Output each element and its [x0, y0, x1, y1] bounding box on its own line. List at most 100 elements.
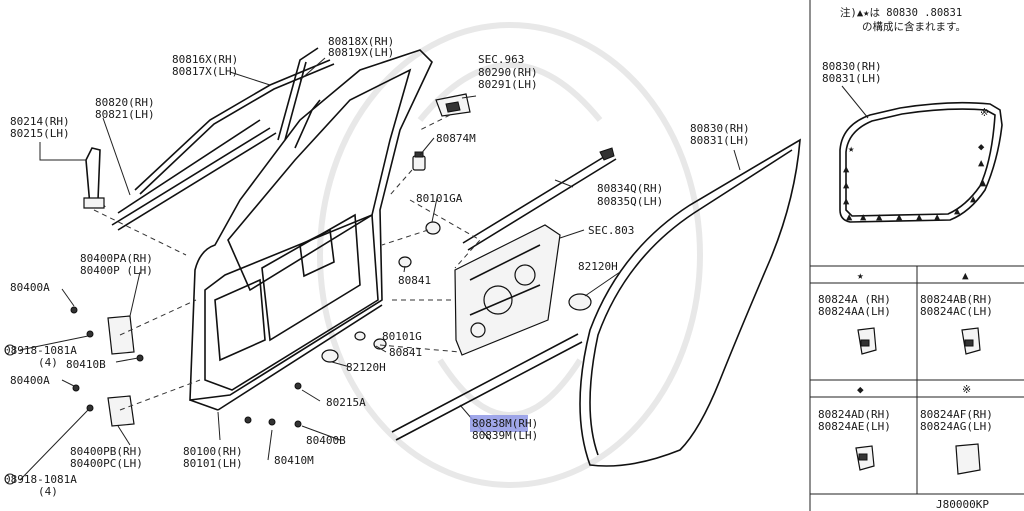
label-80101ga: 80101GA — [416, 192, 463, 205]
label-hinge-lo-rh: 80400PB(RH) — [70, 445, 143, 458]
label-weather-lh: 80831(LH) — [690, 134, 750, 147]
label-sec803: SEC.803 — [588, 224, 634, 237]
watermark — [317, 22, 703, 488]
door-glass-run[interactable] — [277, 47, 321, 149]
inset-weather-lh: 80831(LH) — [822, 72, 882, 85]
svg-text:▲: ▲ — [860, 211, 867, 223]
clip-80101ga[interactable] — [425, 221, 441, 235]
grommet-80874m[interactable] — [412, 151, 426, 171]
label-80101g: 80101G — [382, 330, 422, 343]
label-qty-upper: (4) — [38, 356, 58, 369]
label-80841-upper: 80841 — [398, 274, 431, 287]
plug-82120h-right[interactable] — [568, 293, 592, 311]
label-seal-rh: 80834Q(RH) — [597, 182, 663, 195]
svg-text:◆: ◆ — [978, 141, 985, 153]
label-qty-lower: (4) — [38, 485, 58, 498]
label-80400b: 80400B — [306, 434, 346, 447]
clip-triangle-rh: 80824AB(RH) — [920, 293, 993, 306]
label-sash-rh: 80214(RH) — [10, 115, 70, 128]
clip-star-symbol: ★ — [857, 269, 864, 282]
label-mirror-rh: 80290(RH) — [478, 66, 538, 79]
svg-text:▲: ▲ — [843, 179, 850, 191]
callout-labels: 80818X(RH) 80819X(LH) 80816X(RH) 80817X(… — [4, 35, 989, 511]
label-80400a-lower: 80400A — [10, 374, 50, 387]
svg-text:▲: ▲ — [896, 211, 903, 223]
svg-text:▲: ▲ — [843, 195, 850, 207]
mirror-mount[interactable] — [435, 93, 471, 117]
svg-text:▲: ▲ — [970, 193, 977, 205]
label-bolt-upper: 08918-1081A — [4, 344, 77, 357]
svg-text:※: ※ — [980, 107, 989, 119]
inset-note-line1: 注)▲★は 80830 .80831 — [840, 6, 962, 19]
label-82120h-right: 82120H — [578, 260, 618, 273]
lower-molding[interactable] — [391, 333, 583, 441]
nut-markers — [4, 344, 16, 485]
label-hinge-lo-lh: 80400PC(LH) — [70, 457, 143, 470]
label-hinge-up-lh: 80400P (LH) — [80, 264, 153, 277]
label-mold-lo-rh: 80838M(RH) — [472, 417, 538, 430]
clip-table: ★ ▲ 80824A (RH) 80824AA(LH) 80824AB(RH) … — [818, 269, 993, 475]
svg-text:★: ★ — [848, 143, 855, 155]
inset-weather-rh: 80830(RH) — [822, 60, 882, 73]
label-run-lh: 80817X(LH) — [172, 65, 238, 78]
label-hinge-up-rh: 80400PA(RH) — [80, 252, 153, 265]
clip-triangle-illustration — [961, 327, 981, 355]
label-door-rh: 80100(RH) — [183, 445, 243, 458]
label-mold-lo-lh: 80839M(LH) — [472, 429, 538, 442]
label-80215a: 80215A — [326, 396, 366, 409]
label-seal-lh: 80835Q(LH) — [597, 195, 663, 208]
label-glass-rh: 80818X(RH) — [328, 35, 394, 48]
label-molding-rh: 80820(RH) — [95, 96, 155, 109]
svg-text:▲: ▲ — [934, 211, 941, 223]
clip-star-lh: 80824AA(LH) — [818, 305, 891, 318]
clip-diamond-symbol: ◆ — [857, 383, 864, 396]
lower-hinge[interactable] — [86, 395, 135, 427]
clip-diamond-illustration — [855, 445, 875, 471]
label-door-lh: 80101(LH) — [183, 457, 243, 470]
clip-diamond-lh: 80824AE(LH) — [818, 420, 891, 433]
clip-star-rh: 80824A (RH) — [818, 293, 891, 306]
svg-text:▲: ▲ — [916, 211, 923, 223]
belt-seal[interactable] — [462, 147, 617, 251]
highlight-80838m — [470, 415, 528, 432]
svg-text:▲: ▲ — [980, 177, 987, 189]
label-run-rh: 80816X(RH) — [172, 53, 238, 66]
svg-text:▲: ▲ — [846, 211, 853, 223]
clip-asterisk-illustration — [955, 443, 981, 475]
inset-panel: 注)▲★は 80830 .80831 の構成に含まれます。 80830(RH) … — [822, 6, 1003, 223]
clip-star-illustration — [857, 327, 877, 355]
label-80874m: 80874M — [436, 132, 476, 145]
window-molding[interactable] — [111, 119, 277, 231]
upper-hinge[interactable] — [86, 315, 135, 355]
clip-triangle-lh: 80824AC(LH) — [920, 305, 993, 318]
label-sec963: SEC.963 — [478, 53, 524, 66]
svg-text:▲: ▲ — [876, 211, 883, 223]
clip-triangle-symbol: ▲ — [962, 269, 969, 282]
label-bolt-lower: 08918-1081A — [4, 473, 77, 486]
dashed-leaders — [93, 114, 481, 411]
door-frame[interactable] — [189, 49, 433, 411]
window-regulator[interactable] — [454, 224, 561, 356]
label-mirror-lh: 80291(LH) — [478, 78, 538, 91]
label-molding-lh: 80821(LH) — [95, 108, 155, 121]
label-80410b: 80410B — [66, 358, 106, 371]
label-weather-rh: 80830(RH) — [690, 122, 750, 135]
clip-asterisk-lh: 80824AG(LH) — [920, 420, 993, 433]
reference-code: J80000KP — [936, 498, 989, 511]
label-82120h-lower: 82120H — [346, 361, 386, 374]
label-sash-lh: 80215(LH) — [10, 127, 70, 140]
label-80410m: 80410M — [274, 454, 314, 467]
svg-text:▲: ▲ — [843, 163, 850, 175]
label-glass-lh: 80819X(LH) — [328, 46, 394, 59]
sash-trim[interactable] — [83, 147, 106, 209]
clip-asterisk-rh: 80824AF(RH) — [920, 408, 993, 421]
inset-frame — [809, 0, 1024, 511]
door-weatherstrip[interactable] — [579, 138, 801, 467]
inset-note-line2: の構成に含まれます。 — [862, 20, 966, 33]
leader-lines — [19, 57, 741, 481]
label-80400a-upper: 80400A — [10, 281, 50, 294]
clip-diamond-rh: 80824AD(RH) — [818, 408, 891, 421]
svg-text:▲: ▲ — [978, 157, 985, 169]
